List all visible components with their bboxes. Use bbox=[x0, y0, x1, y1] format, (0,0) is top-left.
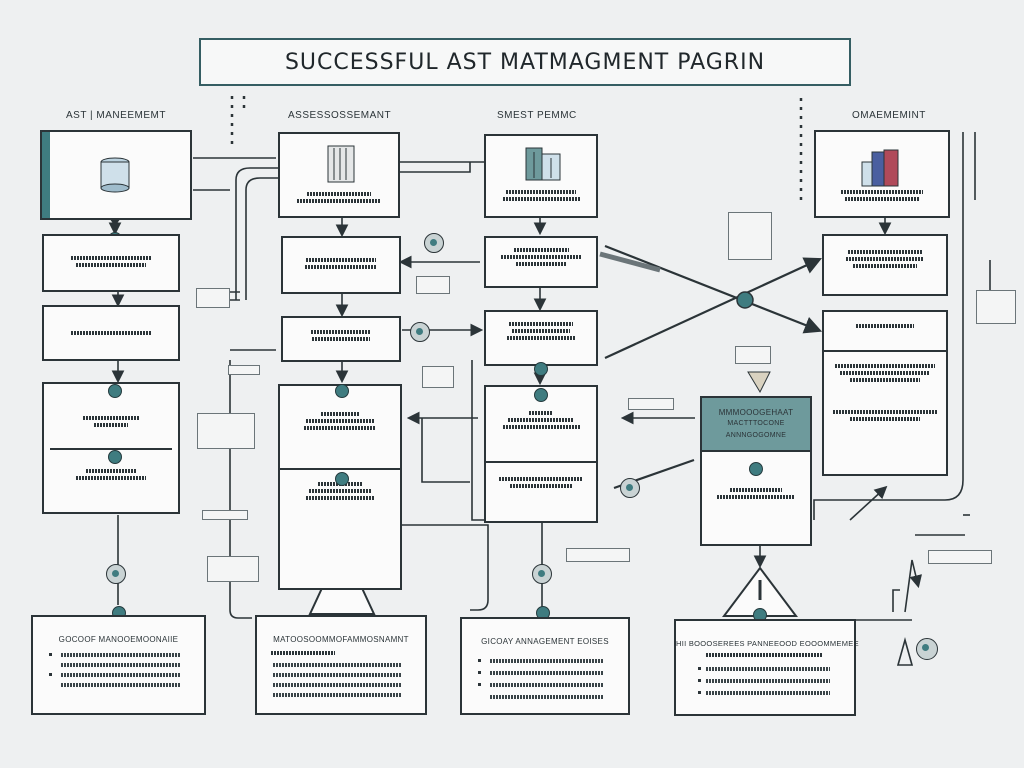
management-card[interactable] bbox=[814, 130, 950, 218]
database-icon bbox=[100, 157, 130, 193]
process-box[interactable] bbox=[42, 305, 180, 361]
building-icon bbox=[525, 147, 561, 181]
process-box[interactable] bbox=[484, 310, 598, 366]
flow-node bbox=[749, 462, 763, 476]
gear-icon[interactable] bbox=[620, 478, 640, 498]
highlight-line-2: MACTTTOCONE bbox=[727, 420, 785, 427]
process-box[interactable] bbox=[484, 236, 598, 288]
note-tag bbox=[628, 398, 674, 410]
summary-card-title: GOCOOF MANOOEMOONAIIE bbox=[58, 635, 179, 644]
note-tag bbox=[416, 276, 450, 294]
gear-icon[interactable] bbox=[916, 638, 938, 660]
highlight-header: MMMOOOGEHAAT MACTTTOCONE ANNNGOGOMNE bbox=[702, 398, 810, 452]
process-box[interactable] bbox=[822, 234, 948, 296]
gear-icon[interactable] bbox=[532, 564, 552, 584]
column-label-management: OMAEMEMINT bbox=[852, 110, 926, 121]
process-box[interactable] bbox=[281, 236, 401, 294]
flow-node bbox=[108, 450, 122, 464]
summary-card-title: MATOOSOOMMOFAMMOSNAMNT bbox=[273, 635, 409, 644]
flow-node bbox=[335, 384, 349, 398]
note-tag bbox=[728, 212, 772, 260]
server-stack-icon bbox=[327, 145, 355, 183]
gear-icon[interactable] bbox=[410, 322, 430, 342]
flow-node bbox=[534, 388, 548, 402]
flow-node bbox=[534, 362, 548, 376]
summary-card[interactable]: GOCOOF MANOOEMOONAIIE bbox=[31, 615, 206, 715]
column-label-strategic-planning: SMEST PEMMC bbox=[497, 110, 577, 121]
note-tag bbox=[735, 346, 771, 364]
process-box[interactable] bbox=[281, 316, 401, 362]
flow-node bbox=[108, 384, 122, 398]
city-buildings-icon bbox=[861, 149, 899, 187]
note-tag bbox=[202, 510, 248, 520]
note-tag bbox=[196, 288, 230, 308]
highlight-line-3: ANNNGOGOMNE bbox=[725, 432, 787, 439]
note-tag bbox=[197, 413, 255, 449]
assessment-card[interactable] bbox=[278, 132, 400, 218]
note-tag bbox=[976, 290, 1016, 324]
card-accent bbox=[42, 132, 50, 218]
note-tag bbox=[928, 550, 992, 564]
process-box[interactable] bbox=[278, 384, 402, 590]
process-box[interactable] bbox=[42, 234, 180, 292]
column-label-assessment: ASSESSOSSEMANT bbox=[288, 110, 392, 121]
summary-card[interactable]: MATOOSOOMMOFAMMOSNAMNT bbox=[255, 615, 427, 715]
gear-icon[interactable] bbox=[106, 564, 126, 584]
page-title: SUCCESSFUL AST MATMAGMENT PAGRIN bbox=[199, 38, 851, 86]
note-tag bbox=[422, 366, 454, 388]
flow-node bbox=[335, 472, 349, 486]
note-tag bbox=[566, 548, 630, 562]
column-label-asset-management: AST | MANEEMEMT bbox=[66, 110, 166, 121]
summary-card-title: GICOAY ANNAGEMENT EOISES bbox=[481, 637, 609, 646]
process-box[interactable] bbox=[42, 382, 180, 514]
note-tag bbox=[207, 556, 259, 582]
asset-inventory-card[interactable] bbox=[40, 130, 192, 220]
summary-card[interactable]: GICOAY ANNAGEMENT EOISES bbox=[460, 617, 630, 715]
process-box[interactable] bbox=[822, 310, 948, 476]
summary-card[interactable]: HII BOOOSEREES PANNEEOOD EOOOMMEMEE bbox=[674, 619, 859, 716]
strategy-card[interactable] bbox=[484, 134, 598, 218]
note-tag bbox=[228, 365, 260, 375]
process-box[interactable] bbox=[484, 385, 598, 523]
summary-card-title: HII BOOOSEREES PANNEEOOD EOOOMMEMEE bbox=[676, 639, 859, 648]
highlight-line-1: MMMOOOGEHAAT bbox=[718, 408, 794, 417]
gear-icon[interactable] bbox=[424, 233, 444, 253]
